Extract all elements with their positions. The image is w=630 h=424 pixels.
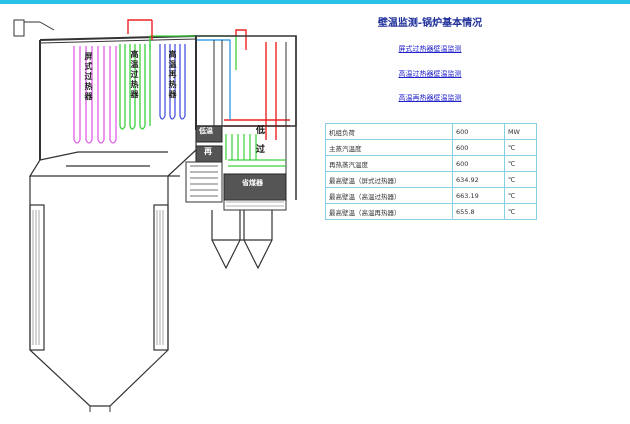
platen-sh-link[interactable]: 屏式过热器壁温监测: [398, 45, 462, 53]
params-table: 机组负荷 600 MW 主蒸汽温度 600 ℃ 再热蒸汽温度 600 ℃ 最高壁…: [324, 123, 538, 220]
duct-line: [196, 39, 231, 120]
top-accent-bar: [0, 0, 630, 4]
economizer-coils: [225, 134, 286, 167]
high-temp-rh-link[interactable]: 高温再热器壁温监测: [398, 94, 462, 102]
param-unit: ℃: [503, 203, 538, 220]
high-temp-superheater-label: 高温过热器: [130, 50, 139, 100]
param-value: 600: [452, 123, 505, 140]
ash-hoppers: [211, 210, 273, 270]
param-name: 再热蒸汽温度: [324, 155, 454, 172]
high-temp-reheater-coils: [159, 44, 186, 120]
table-row: 机组负荷 600 MW: [324, 123, 538, 140]
param-value: 663.19: [452, 187, 505, 204]
table-row: 最高壁温（高温过热器） 663.19 ℃: [324, 187, 538, 204]
table-row: 最高壁温（屏式过热器） 634.92 ℃: [324, 171, 538, 188]
param-name: 最高壁温（高温过热器）: [324, 187, 454, 204]
boiler-diagram: [13, 19, 297, 412]
param-name: 主蒸汽温度: [324, 139, 454, 156]
param-unit: ℃: [503, 187, 538, 204]
economizer-tag: 省煤器: [242, 179, 263, 187]
high-temp-sh-link[interactable]: 高温过热器壁温监测: [398, 70, 462, 78]
furnace-transition: [28, 130, 197, 177]
param-unit: ℃: [503, 155, 538, 172]
table-row: 最高壁温（高温再热器） 655.8 ℃: [324, 203, 538, 220]
page-title: 壁温监测-锅炉基本情况: [377, 18, 483, 29]
low-temp-tag: 低温: [199, 127, 213, 135]
reheat-tag: 再: [204, 147, 212, 156]
param-name: 最高壁温（屏式过热器）: [324, 171, 454, 188]
param-value: 600: [452, 139, 505, 156]
param-value: 634.92: [452, 171, 505, 188]
param-value: 600: [452, 155, 505, 172]
furnace-roof: [39, 35, 197, 41]
economizer-block: [223, 173, 287, 201]
param-value: 655.8: [452, 203, 505, 220]
low-temp-reheater-block: [185, 125, 223, 203]
param-unit: MW: [503, 123, 538, 140]
high-temp-superheater-coils: [119, 35, 237, 130]
table-row: 主蒸汽温度 600 ℃: [324, 139, 538, 156]
lower-furnace: [29, 176, 169, 412]
table-row: 再热蒸汽温度 600 ℃: [324, 155, 538, 172]
low-tag: 低: [256, 126, 266, 136]
param-unit: ℃: [503, 171, 538, 188]
hot-steam-pipes: [127, 19, 290, 140]
platen-superheater-label: 屏式过热器: [84, 52, 93, 102]
high-temp-reheater-label: 高温再热器: [168, 50, 177, 100]
over-tag: 过: [256, 145, 266, 155]
param-unit: ℃: [503, 139, 538, 156]
param-name: 最高壁温（高温再热器）: [324, 203, 454, 220]
drum-icon: [13, 19, 25, 37]
param-name: 机组负荷: [324, 123, 454, 140]
platen-superheater-coils: [73, 46, 117, 144]
